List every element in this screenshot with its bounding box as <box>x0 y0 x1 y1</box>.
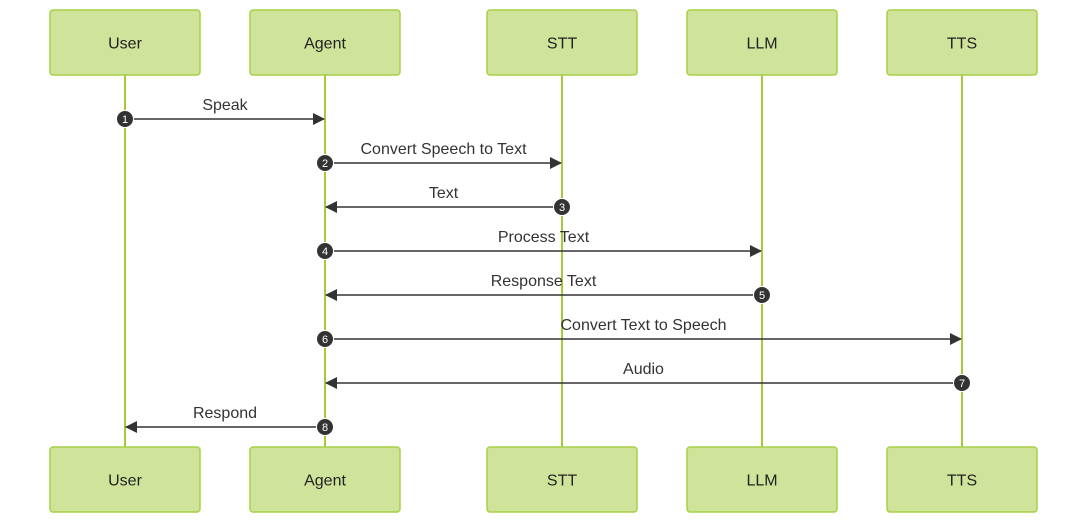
badge-circle <box>753 286 771 304</box>
badge-circle <box>553 198 571 216</box>
actor-tts-bottom: TTS <box>886 446 1038 513</box>
message-label: Convert Speech to Text <box>360 141 527 158</box>
badge-circle <box>953 374 971 392</box>
actor-user-top: User <box>49 9 201 76</box>
actor-box <box>686 9 838 76</box>
message-7: Audio 7 <box>325 361 971 392</box>
actor-label: Agent <box>304 36 346 53</box>
badge-circle <box>316 154 334 172</box>
actor-box <box>249 446 401 513</box>
actor-label: TTS <box>947 473 977 490</box>
sequence-number-badge: 3 <box>553 198 571 216</box>
badge-circle <box>316 242 334 260</box>
actor-box <box>886 446 1038 513</box>
actor-label: LLM <box>746 36 777 53</box>
actor-box <box>686 446 838 513</box>
badge-number: 1 <box>122 114 128 126</box>
badge-number: 8 <box>322 422 328 434</box>
badge-circle <box>116 110 134 128</box>
message-2: Convert Speech to Text 2 <box>316 141 562 172</box>
actor-label: LLM <box>746 473 777 490</box>
message-4: Process Text 4 <box>316 229 762 260</box>
message-label: Respond <box>193 405 257 422</box>
actor-stt-top: STT <box>486 9 638 76</box>
sequence-number-badge: 7 <box>953 374 971 392</box>
badge-number: 4 <box>322 246 328 258</box>
sequence-number-badge: 1 <box>116 110 134 128</box>
actor-label: STT <box>547 36 577 53</box>
actors-top: User Agent STT LLM TTS <box>49 9 1038 76</box>
message-label: Text <box>429 185 459 202</box>
badge-circle <box>316 330 334 348</box>
message-label: Audio <box>623 361 664 378</box>
actor-label: Agent <box>304 473 346 490</box>
actor-box <box>49 446 201 513</box>
badge-number: 6 <box>322 334 328 346</box>
message-label: Response Text <box>491 273 597 290</box>
actor-box <box>49 9 201 76</box>
actor-label: User <box>108 36 142 53</box>
message-5: Response Text 5 <box>325 273 771 304</box>
badge-circle <box>316 418 334 436</box>
badge-number: 2 <box>322 158 328 170</box>
lifelines <box>124 75 963 447</box>
message-8: Respond 8 <box>125 405 334 436</box>
message-3: Text 3 <box>325 185 571 216</box>
actor-label: STT <box>547 473 577 490</box>
actor-box <box>886 9 1038 76</box>
actor-label: User <box>108 473 142 490</box>
sequence-number-badge: 6 <box>316 330 334 348</box>
actor-llm-top: LLM <box>686 9 838 76</box>
actor-box <box>486 446 638 513</box>
actor-agent-top: Agent <box>249 9 401 76</box>
actor-user-bottom: User <box>49 446 201 513</box>
actor-agent-bottom: Agent <box>249 446 401 513</box>
actor-tts-top: TTS <box>886 9 1038 76</box>
message-1: Speak 1 <box>116 97 325 128</box>
sequence-number-badge: 8 <box>316 418 334 436</box>
actor-label: TTS <box>947 36 977 53</box>
sequence-number-badge: 4 <box>316 242 334 260</box>
actor-box <box>486 9 638 76</box>
badge-number: 5 <box>759 290 765 302</box>
actor-llm-bottom: LLM <box>686 446 838 513</box>
message-6: Convert Text to Speech 6 <box>316 317 962 348</box>
message-label: Convert Text to Speech <box>560 317 726 334</box>
actors-bottom: User Agent STT LLM TTS <box>49 446 1038 513</box>
message-label: Process Text <box>498 229 590 246</box>
sequence-number-badge: 5 <box>753 286 771 304</box>
actor-stt-bottom: STT <box>486 446 638 513</box>
actor-box <box>249 9 401 76</box>
badge-number: 7 <box>959 378 965 390</box>
badge-number: 3 <box>559 202 565 214</box>
sequence-number-badge: 2 <box>316 154 334 172</box>
message-label: Speak <box>202 97 248 114</box>
